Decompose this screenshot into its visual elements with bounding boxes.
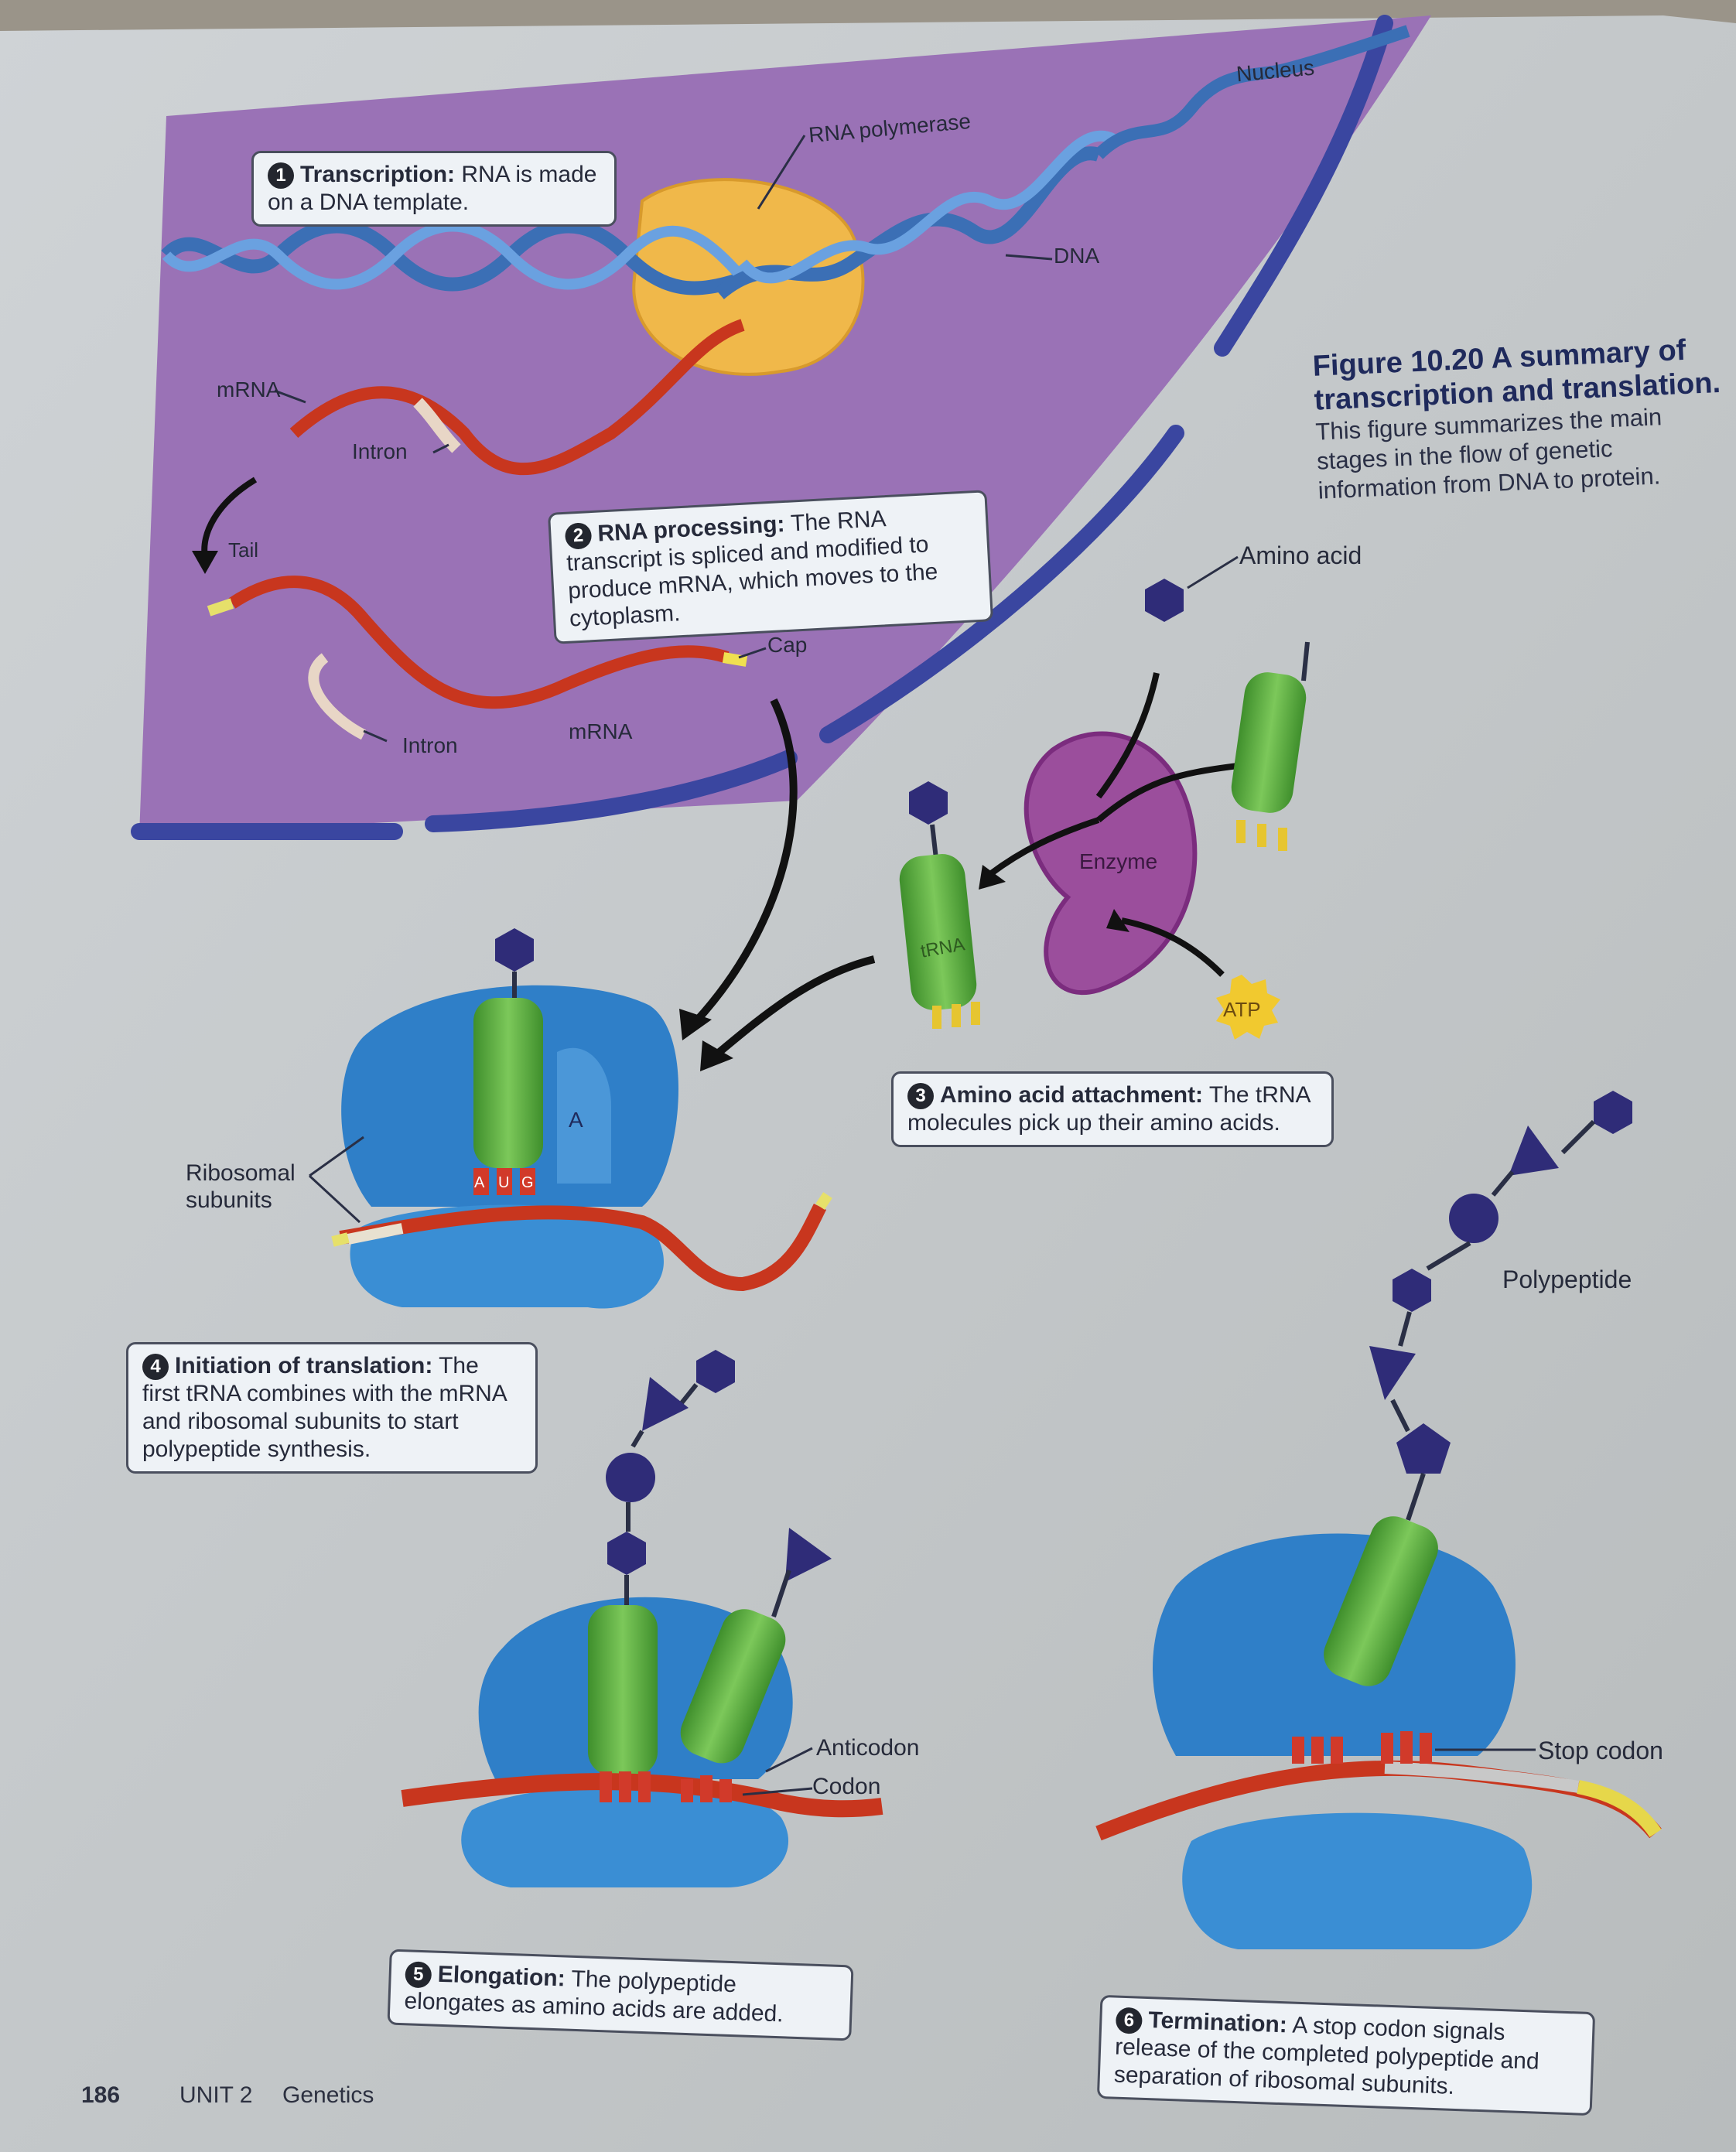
cap-label: Cap (767, 633, 808, 657)
trna-free (1231, 641, 1310, 851)
trna-charged (899, 781, 980, 1029)
poly-a-tail (207, 598, 234, 617)
stop-codon-label: Stop codon (1538, 1737, 1663, 1764)
footer-section: Genetics (282, 2082, 374, 2108)
footer-unit: UNIT 2 (179, 2082, 253, 2108)
codon-letter-3: G (521, 1174, 534, 1191)
polypeptide-label: Polypeptide (1502, 1266, 1632, 1293)
arrow-mrna-to-ribosome (693, 698, 798, 1024)
mrna-label-top: mRNA (217, 377, 281, 401)
step6-number: 6 (1115, 2007, 1143, 2034)
intron-leader-bottom (363, 729, 388, 743)
ribosomal-leader-lines (308, 1136, 364, 1224)
anticodon-label: Anticodon (816, 1735, 920, 1761)
ribosome-elongation (401, 1350, 883, 1887)
arrow-trna-to-enzyme (1096, 763, 1239, 823)
codon-label: Codon (812, 1774, 881, 1799)
step6-title: Termination: (1147, 2007, 1288, 2038)
curved-arrow-left (201, 477, 258, 558)
footer-page-number: 186 (81, 2082, 121, 2108)
step1-number: 1 (268, 162, 294, 190)
mrna-label-bottom: mRNA (569, 719, 633, 743)
atp-molecule (1216, 975, 1280, 1040)
intron-leader-top (432, 443, 449, 454)
step5-number: 5 (405, 1961, 432, 1989)
figure-caption: Figure 10.20 A summary of transcription … (1312, 331, 1736, 505)
mrna-strand-transcribing (289, 319, 745, 476)
intron-label-bottom: Intron (402, 733, 458, 757)
codon-letter-1: A (474, 1174, 485, 1191)
step4-number: 4 (142, 1354, 169, 1381)
figure-description: This figure summarizes the main stages i… (1314, 403, 1663, 504)
excised-intron (308, 653, 367, 740)
dna-helix (161, 25, 1410, 299)
step4-title: Initiation of translation: (175, 1353, 433, 1378)
arrow-trna-to-ribosome (716, 955, 876, 1055)
arrow-atp-to-enzyme (1121, 917, 1225, 977)
arrow-amino-to-enzyme (1095, 672, 1160, 799)
ribosome-initiation (331, 928, 832, 1309)
intron-label-top: Intron (352, 439, 408, 463)
step3-title: Amino acid attachment: (940, 1082, 1204, 1108)
mrna-strand-processed (228, 576, 730, 709)
mrna-leader-top (274, 389, 306, 404)
dna-leader (1005, 254, 1053, 261)
ribosomal-label-1: Ribosomal (186, 1160, 296, 1186)
step1-text: RNA is made on a DNA template. (268, 162, 597, 216)
arrow-enzyme-to-trna (988, 817, 1100, 877)
figure-number: Figure 10.20 (1311, 343, 1485, 383)
step1-title: Transcription: (300, 162, 456, 187)
step5-title: Elongation: (437, 1961, 566, 1992)
intron-segment-top (413, 398, 461, 453)
codon-letter-2: U (498, 1174, 510, 1191)
step2-number: 2 (564, 522, 593, 550)
dna-label: DNA (1054, 244, 1100, 268)
anticodon-codon-leader-lines (742, 1747, 813, 1796)
step4-text: The first tRNA combines with the mRNA an… (142, 1353, 507, 1463)
enzyme-label: Enzyme (1079, 849, 1158, 873)
atp-label: ATP (1223, 998, 1261, 1021)
step3-text: The tRNA molecules pick up their amino a… (907, 1082, 1310, 1136)
amino-acid-label: Amino acid (1239, 541, 1362, 569)
ribosomal-label-2: subunits (186, 1187, 272, 1213)
step3-number: 3 (907, 1083, 934, 1110)
cap-leader (738, 647, 767, 659)
amino-acid-free (1145, 579, 1184, 622)
tail-label: Tail (228, 538, 259, 562)
ribosome-termination (1095, 1091, 1662, 1949)
polymerase-leader (757, 135, 806, 210)
mrna-cap (722, 652, 748, 667)
site-a-label: A (569, 1108, 583, 1132)
